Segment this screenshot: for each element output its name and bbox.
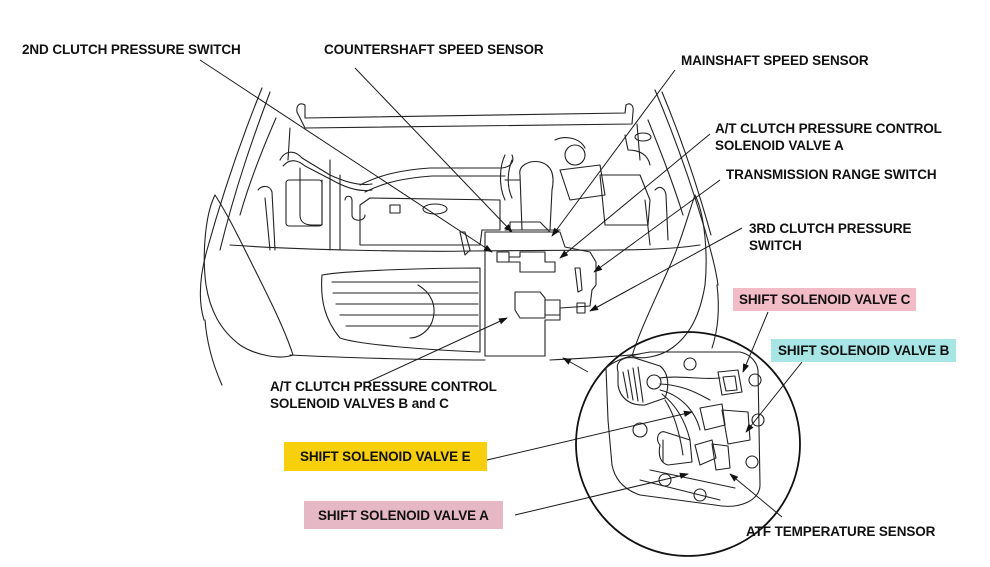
leader-3rd-clutch-pressure-switch <box>589 227 743 312</box>
label-shift-solenoid-valve-c: SHIFT SOLENOID VALVE C <box>733 288 917 311</box>
leader-shift-solenoid-e <box>486 410 693 461</box>
label-text-line-2: SOLENOID VALVE A <box>715 138 844 153</box>
label-text-line-1: A/T CLUTCH PRESSURE CONTROL <box>270 379 497 394</box>
label-text: SHIFT SOLENOID VALVE E <box>300 449 471 464</box>
leader-at-cpc-solenoids-b-c <box>367 317 508 383</box>
label-transmission-range-switch: TRANSMISSION RANGE SWITCH <box>726 166 937 183</box>
label-text: COUNTERSHAFT SPEED SENSOR <box>324 42 544 57</box>
grille <box>321 267 481 353</box>
label-text-line-2: SWITCH <box>749 238 802 253</box>
label-text: 2ND CLUTCH PRESSURE SWITCH <box>22 42 241 57</box>
leader-shift-solenoid-a <box>514 472 689 516</box>
leader-lines <box>199 59 803 518</box>
leader-detail-circle <box>562 357 589 373</box>
radiator-support <box>287 103 641 161</box>
leader-shift-solenoid-b <box>745 361 803 433</box>
leader-shift-solenoid-c <box>742 311 769 373</box>
label-text-line-1: A/T CLUTCH PRESSURE CONTROL <box>715 121 942 136</box>
label-shift-solenoid-valve-e: SHIFT SOLENOID VALVE E <box>284 442 487 471</box>
label-2nd-clutch-pressure-switch: 2ND CLUTCH PRESSURE SWITCH <box>22 41 241 58</box>
label-text: SHIFT SOLENOID VALVE A <box>318 508 489 523</box>
leader-transmission-range-switch <box>593 179 721 273</box>
leader-mainshaft-speed-sensor <box>551 69 676 237</box>
label-text: TRANSMISSION RANGE SWITCH <box>726 167 937 182</box>
label-text: SHIFT SOLENOID VALVE B <box>778 343 950 358</box>
leader-2nd-clutch-pressure-switch <box>199 59 493 253</box>
detail-circle <box>575 331 801 557</box>
label-shift-solenoid-valve-b: SHIFT SOLENOID VALVE B <box>771 339 957 362</box>
label-text-line-1: 3RD CLUTCH PRESSURE <box>749 221 912 236</box>
label-atf-temperature-sensor: ATF TEMPERATURE SENSOR <box>746 523 935 540</box>
label-countershaft-speed-sensor: COUNTERSHAFT SPEED SENSOR <box>324 41 544 58</box>
label-at-clutch-pressure-control-solenoid-valves-b-and-c: A/T CLUTCH PRESSURE CONTROL SOLENOID VAL… <box>270 378 497 412</box>
label-text: ATF TEMPERATURE SENSOR <box>746 524 936 539</box>
leader-atf-temperature-sensor <box>729 473 783 518</box>
label-at-clutch-pressure-control-solenoid-valve-a: A/T CLUTCH PRESSURE CONTROL SOLENOID VAL… <box>715 120 942 154</box>
label-text: MAINSHAFT SPEED SENSOR <box>681 53 869 68</box>
label-3rd-clutch-pressure-switch: 3RD CLUTCH PRESSURE SWITCH <box>749 220 911 254</box>
leader-countershaft-speed-sensor <box>354 67 513 233</box>
engine-parts <box>257 132 669 357</box>
label-shift-solenoid-valve-a: SHIFT SOLENOID VALVE A <box>304 501 503 529</box>
leader-at-cpc-solenoid-a <box>559 133 711 259</box>
label-mainshaft-speed-sensor: MAINSHAFT SPEED SENSOR <box>681 52 869 69</box>
label-text: SHIFT SOLENOID VALVE C <box>739 292 911 307</box>
car-body-outline <box>199 87 719 386</box>
label-text-line-2: SOLENOID VALVES B and C <box>270 396 449 411</box>
